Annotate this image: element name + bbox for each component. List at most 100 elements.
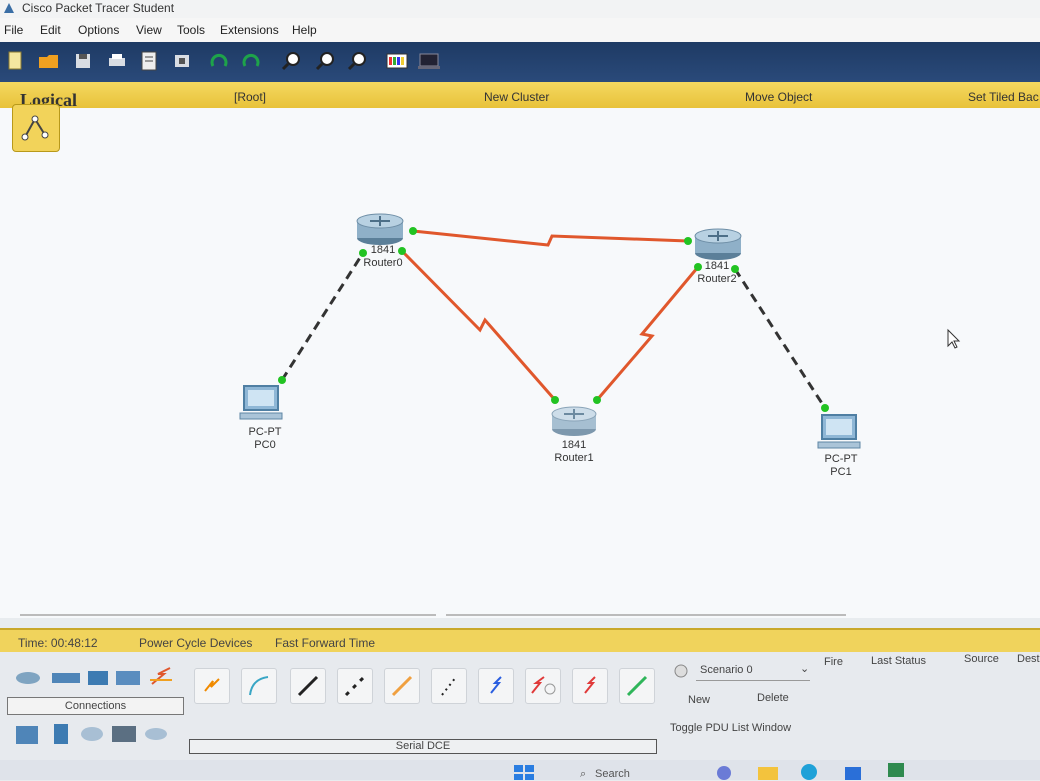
serial-dce-button[interactable] <box>525 668 561 704</box>
menu-tools[interactable]: Tools <box>177 23 206 37</box>
new-cluster-button[interactable]: New Cluster <box>484 90 550 104</box>
fiber-cable-icon <box>391 675 413 697</box>
router2-icon[interactable] <box>694 228 742 260</box>
cross-cable-icon <box>344 675 366 697</box>
port-light <box>409 227 417 235</box>
scenario-select[interactable]: Scenario 0 <box>700 664 753 676</box>
link-router2-pc1[interactable] <box>733 268 827 409</box>
pc0-model: PC-PT <box>248 426 282 438</box>
security-category-icon[interactable] <box>54 724 68 744</box>
move-object-button[interactable]: Move Object <box>745 90 813 104</box>
set-tiled-background-button[interactable]: Set Tiled Bac <box>968 90 1039 104</box>
pc0-icon[interactable] <box>239 385 283 420</box>
file-explorer-icon[interactable] <box>758 764 778 780</box>
palette-icon[interactable] <box>386 50 408 72</box>
windows-start-icon[interactable] <box>514 765 534 780</box>
menu-extensions[interactable]: Extensions <box>220 23 279 37</box>
logical-nav-icon[interactable] <box>12 104 60 152</box>
connections-category-icon[interactable] <box>150 667 172 685</box>
multiuser-category-icon[interactable] <box>145 728 167 740</box>
menu-help[interactable]: Help <box>292 23 317 37</box>
title-bar: Cisco Packet Tracer Student <box>0 0 1040 18</box>
main-toolbar <box>0 42 1040 82</box>
console-cable-button[interactable] <box>241 668 277 704</box>
delete-scenario-button[interactable]: Delete <box>757 692 789 704</box>
menu-edit[interactable]: Edit <box>40 23 61 37</box>
taskbar-search[interactable]: Search <box>595 768 630 780</box>
menu-options[interactable]: Options <box>78 23 120 37</box>
selected-cable-label: Serial DCE <box>189 739 657 754</box>
pc1-icon[interactable] <box>817 414 861 449</box>
save-icon[interactable] <box>72 50 94 72</box>
zoom-reset-icon[interactable] <box>314 50 336 72</box>
octal-cable-icon <box>626 675 648 697</box>
activity-wizard-icon[interactable] <box>138 50 160 72</box>
topology-links <box>239 213 961 449</box>
copper-straight-button[interactable] <box>290 668 326 704</box>
routers-category-icon[interactable] <box>16 672 40 684</box>
router1-name: Router1 <box>554 452 594 464</box>
network-info-icon[interactable] <box>172 50 194 72</box>
fast-forward-button[interactable]: Fast Forward Time <box>275 636 376 650</box>
router2-label: 1841 Router2 <box>682 260 752 286</box>
workspace-bar: Logical [Root] New Cluster Move Object S… <box>0 82 1040 110</box>
taskbar-search-icon[interactable]: ⌕ <box>580 768 587 780</box>
column-source: Source <box>964 653 999 665</box>
router0-model: 1841 <box>370 244 396 256</box>
serial-dte-icon <box>584 676 596 694</box>
switches-category-icon[interactable] <box>52 673 80 683</box>
zoom-out-icon[interactable] <box>346 50 368 72</box>
coaxial-button[interactable] <box>478 668 514 704</box>
pc0-name: PC0 <box>254 439 276 451</box>
scenario-divider <box>696 680 810 681</box>
fiber-button[interactable] <box>384 668 420 704</box>
undo-icon[interactable] <box>208 50 230 72</box>
window-title: Cisco Packet Tracer Student <box>22 1 175 15</box>
open-folder-icon[interactable] <box>38 50 60 72</box>
port-light <box>278 376 286 384</box>
packet-tracer-taskbar-icon[interactable] <box>886 760 906 779</box>
wan-emulation-category-icon[interactable] <box>81 727 103 741</box>
port-light <box>398 247 406 255</box>
root-breadcrumb[interactable]: [Root] <box>234 90 267 104</box>
new-file-icon[interactable] <box>4 50 26 72</box>
link-router1-router2-serial[interactable] <box>595 266 700 401</box>
port-light <box>359 249 367 257</box>
router1-icon[interactable] <box>551 406 597 436</box>
link-router0-router2-serial[interactable] <box>412 229 689 247</box>
redo-icon[interactable] <box>240 50 262 72</box>
phone-cable-button[interactable] <box>431 668 467 704</box>
store-icon[interactable] <box>844 763 862 780</box>
end-devices-category-icon[interactable] <box>16 726 38 744</box>
horizontal-scrollbar-left[interactable] <box>20 614 436 616</box>
custom-device-icon[interactable] <box>418 50 440 72</box>
mouse-cursor-icon <box>947 328 961 349</box>
menu-file[interactable]: File <box>4 23 24 37</box>
chat-icon[interactable] <box>716 765 732 780</box>
custom-devices-category-icon[interactable] <box>112 726 136 742</box>
horizontal-scrollbar-right[interactable] <box>446 614 846 616</box>
link-router0-router1-serial[interactable] <box>400 249 557 401</box>
column-fire: Fire <box>824 656 843 668</box>
octal-cable-button[interactable] <box>619 668 655 704</box>
new-scenario-button[interactable]: New <box>688 694 711 706</box>
zoom-in-icon[interactable] <box>280 50 302 72</box>
wireless-category-icon[interactable] <box>116 671 140 685</box>
hubs-category-icon[interactable] <box>88 671 108 685</box>
edge-browser-icon[interactable] <box>800 763 818 780</box>
chevron-down-icon[interactable]: ⌄ <box>800 663 810 675</box>
logical-workspace-canvas[interactable]: 1841 Router0 1841 Router1 1841 Router2 P… <box>0 108 1040 618</box>
router1-label: 1841 Router1 <box>539 439 609 465</box>
pc1-name: PC1 <box>830 466 852 478</box>
port-light <box>731 265 739 273</box>
serial-dte-button[interactable] <box>572 668 608 704</box>
print-icon[interactable] <box>106 50 128 72</box>
menu-view[interactable]: View <box>136 23 162 37</box>
copper-cross-button[interactable] <box>337 668 373 704</box>
auto-cable-button[interactable] <box>194 668 230 704</box>
toggle-pdu-list-button[interactable]: Toggle PDU List Window <box>670 722 792 734</box>
device-category-row <box>16 667 172 685</box>
power-cycle-button[interactable]: Power Cycle Devices <box>139 636 253 650</box>
router0-icon[interactable] <box>356 213 404 245</box>
link-pc0-router0[interactable] <box>280 252 365 381</box>
